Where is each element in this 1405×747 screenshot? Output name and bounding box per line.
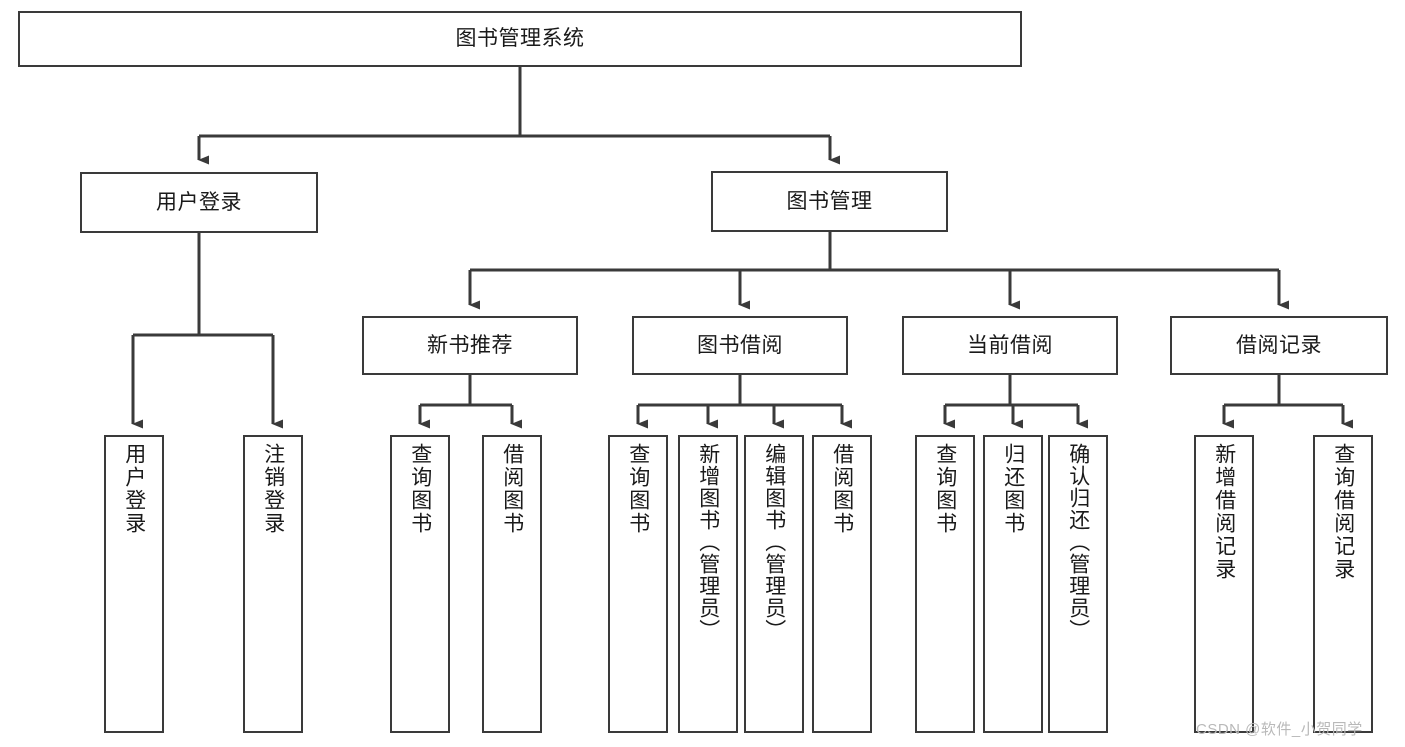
- node-leaf-query-book-3-label: 查询图书: [933, 443, 957, 535]
- node-leaf-edit-book[interactable]: 编辑图书（管理员）: [744, 435, 804, 733]
- node-book-management[interactable]: 图书管理: [711, 171, 948, 232]
- node-leaf-user-login-label: 用户登录: [122, 443, 146, 535]
- node-new-book-recommend[interactable]: 新书推荐: [362, 316, 578, 375]
- node-leaf-add-book-label: 新增图书（管理员）: [696, 443, 720, 641]
- node-root[interactable]: 图书管理系统: [18, 11, 1022, 67]
- node-leaf-user-logout-label: 注销登录: [261, 443, 285, 535]
- node-leaf-query-borrow-record[interactable]: 查询借阅记录: [1313, 435, 1373, 733]
- node-leaf-borrow-book-1-label: 借阅图书: [500, 443, 524, 535]
- node-book-borrow-label: 图书借阅: [697, 333, 783, 357]
- node-leaf-borrow-book-1[interactable]: 借阅图书: [482, 435, 542, 733]
- node-leaf-query-borrow-record-label: 查询借阅记录: [1331, 443, 1355, 581]
- node-leaf-query-book-3[interactable]: 查询图书: [915, 435, 975, 733]
- node-borrow-record-label: 借阅记录: [1236, 333, 1322, 357]
- node-leaf-add-borrow-record-label: 新增借阅记录: [1212, 443, 1236, 581]
- node-leaf-borrow-book-2[interactable]: 借阅图书: [812, 435, 872, 733]
- node-leaf-edit-book-label: 编辑图书（管理员）: [762, 443, 786, 641]
- node-book-borrow[interactable]: 图书借阅: [632, 316, 848, 375]
- node-leaf-confirm-return[interactable]: 确认归还（管理员）: [1048, 435, 1108, 733]
- node-leaf-borrow-book-2-label: 借阅图书: [830, 443, 854, 535]
- node-new-book-recommend-label: 新书推荐: [427, 333, 513, 357]
- node-leaf-confirm-return-label: 确认归还（管理员）: [1066, 443, 1090, 641]
- node-leaf-user-logout[interactable]: 注销登录: [243, 435, 303, 733]
- node-user-login-label: 用户登录: [156, 190, 242, 214]
- node-root-label: 图书管理系统: [455, 27, 585, 51]
- node-borrow-record[interactable]: 借阅记录: [1170, 316, 1388, 375]
- node-leaf-add-borrow-record[interactable]: 新增借阅记录: [1194, 435, 1254, 733]
- node-leaf-query-book-2[interactable]: 查询图书: [608, 435, 668, 733]
- node-leaf-return-book[interactable]: 归还图书: [983, 435, 1043, 733]
- node-current-borrow[interactable]: 当前借阅: [902, 316, 1118, 375]
- node-leaf-add-book[interactable]: 新增图书（管理员）: [678, 435, 738, 733]
- node-leaf-query-book-2-label: 查询图书: [626, 443, 650, 535]
- node-user-login[interactable]: 用户登录: [80, 172, 318, 233]
- node-leaf-return-book-label: 归还图书: [1001, 443, 1025, 535]
- node-leaf-query-book-1[interactable]: 查询图书: [390, 435, 450, 733]
- node-book-management-label: 图书管理: [786, 189, 873, 213]
- node-leaf-query-book-1-label: 查询图书: [408, 443, 432, 535]
- node-leaf-user-login[interactable]: 用户登录: [104, 435, 164, 733]
- node-current-borrow-label: 当前借阅: [967, 333, 1053, 357]
